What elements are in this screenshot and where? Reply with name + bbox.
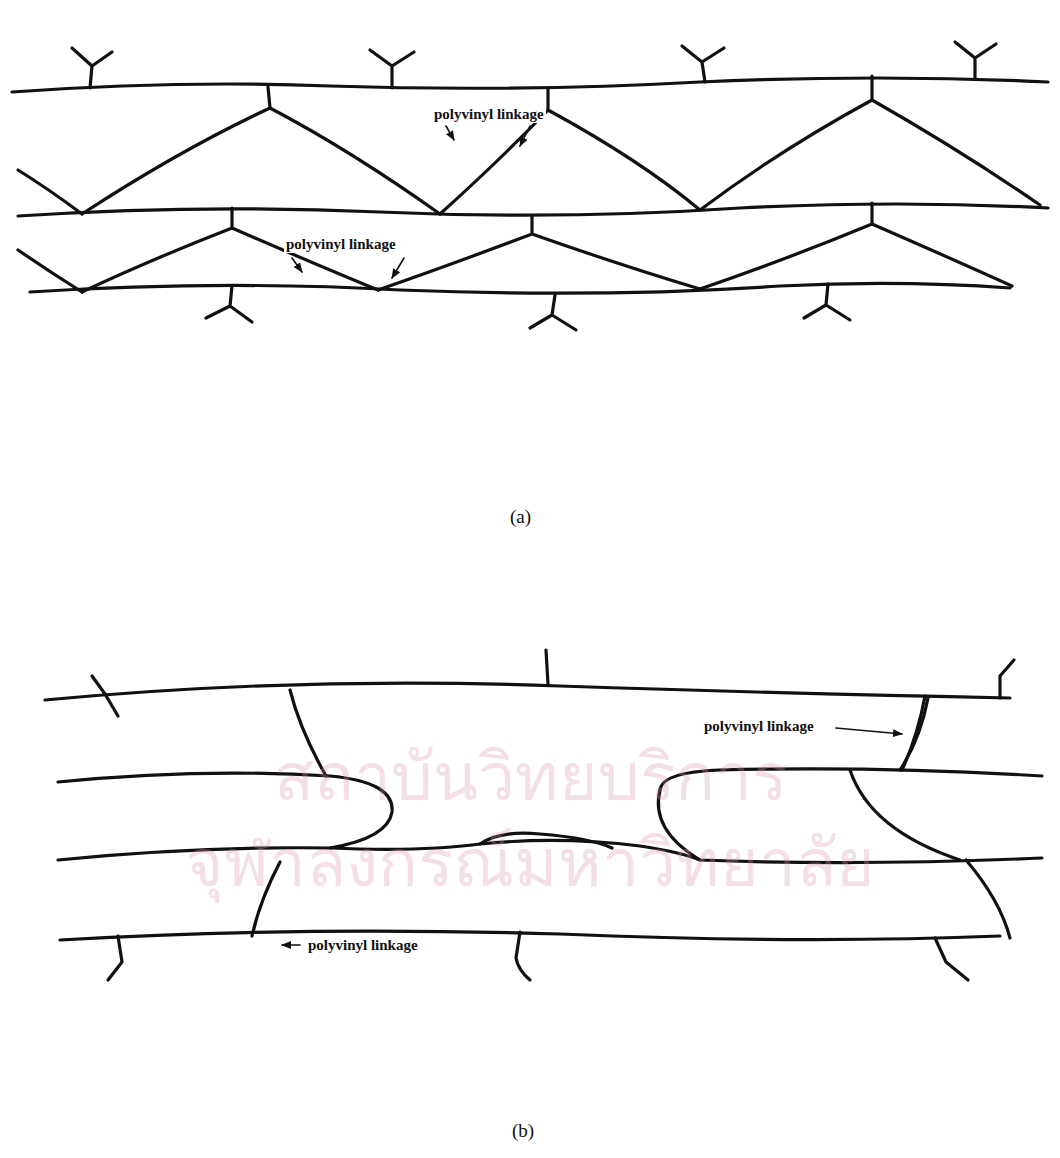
link-label: polyvinyl linkage — [284, 236, 398, 253]
link-label: polyvinyl linkage — [432, 106, 546, 123]
watermark-text: สถาบันวิทยบริการ — [120, 740, 940, 816]
figure-label: (a) — [510, 506, 531, 528]
watermark-text: จุฬาลงกรณ์มหาวิทยาลัย — [20, 826, 1040, 902]
link-label: polyvinyl linkage — [306, 937, 420, 954]
network-b — [45, 650, 1042, 980]
network-a — [12, 42, 1048, 330]
link-label: polyvinyl linkage — [702, 718, 816, 735]
figure-label: (b) — [512, 1120, 534, 1142]
